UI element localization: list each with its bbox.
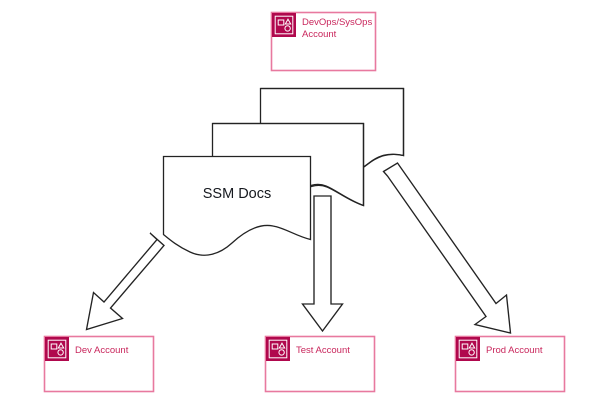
account-label-prod: Prod Account xyxy=(486,345,543,356)
account-box-dev[interactable]: Dev Account xyxy=(43,335,155,393)
account-label-devops-line2: Account xyxy=(302,29,337,40)
aws-account-icon xyxy=(271,12,297,38)
account-box-devops-sysops[interactable]: DevOps/SysOps Account xyxy=(270,11,377,72)
aws-account-icon xyxy=(44,336,70,362)
arrow-to-prod xyxy=(382,162,512,334)
ssm-doc-shape-front[interactable]: SSM Docs xyxy=(162,155,312,256)
account-label-devops-line1: DevOps/SysOps xyxy=(302,17,372,28)
arrow-to-dev xyxy=(85,232,165,331)
account-box-test[interactable]: Test Account xyxy=(264,335,376,393)
aws-account-icon xyxy=(455,336,481,362)
ssm-docs-label: SSM Docs xyxy=(203,186,272,202)
arrow-to-test xyxy=(301,195,344,333)
account-label-dev: Dev Account xyxy=(75,345,129,356)
account-box-prod[interactable]: Prod Account xyxy=(454,335,566,393)
account-label-test: Test Account xyxy=(296,345,350,356)
aws-account-icon xyxy=(265,336,291,362)
